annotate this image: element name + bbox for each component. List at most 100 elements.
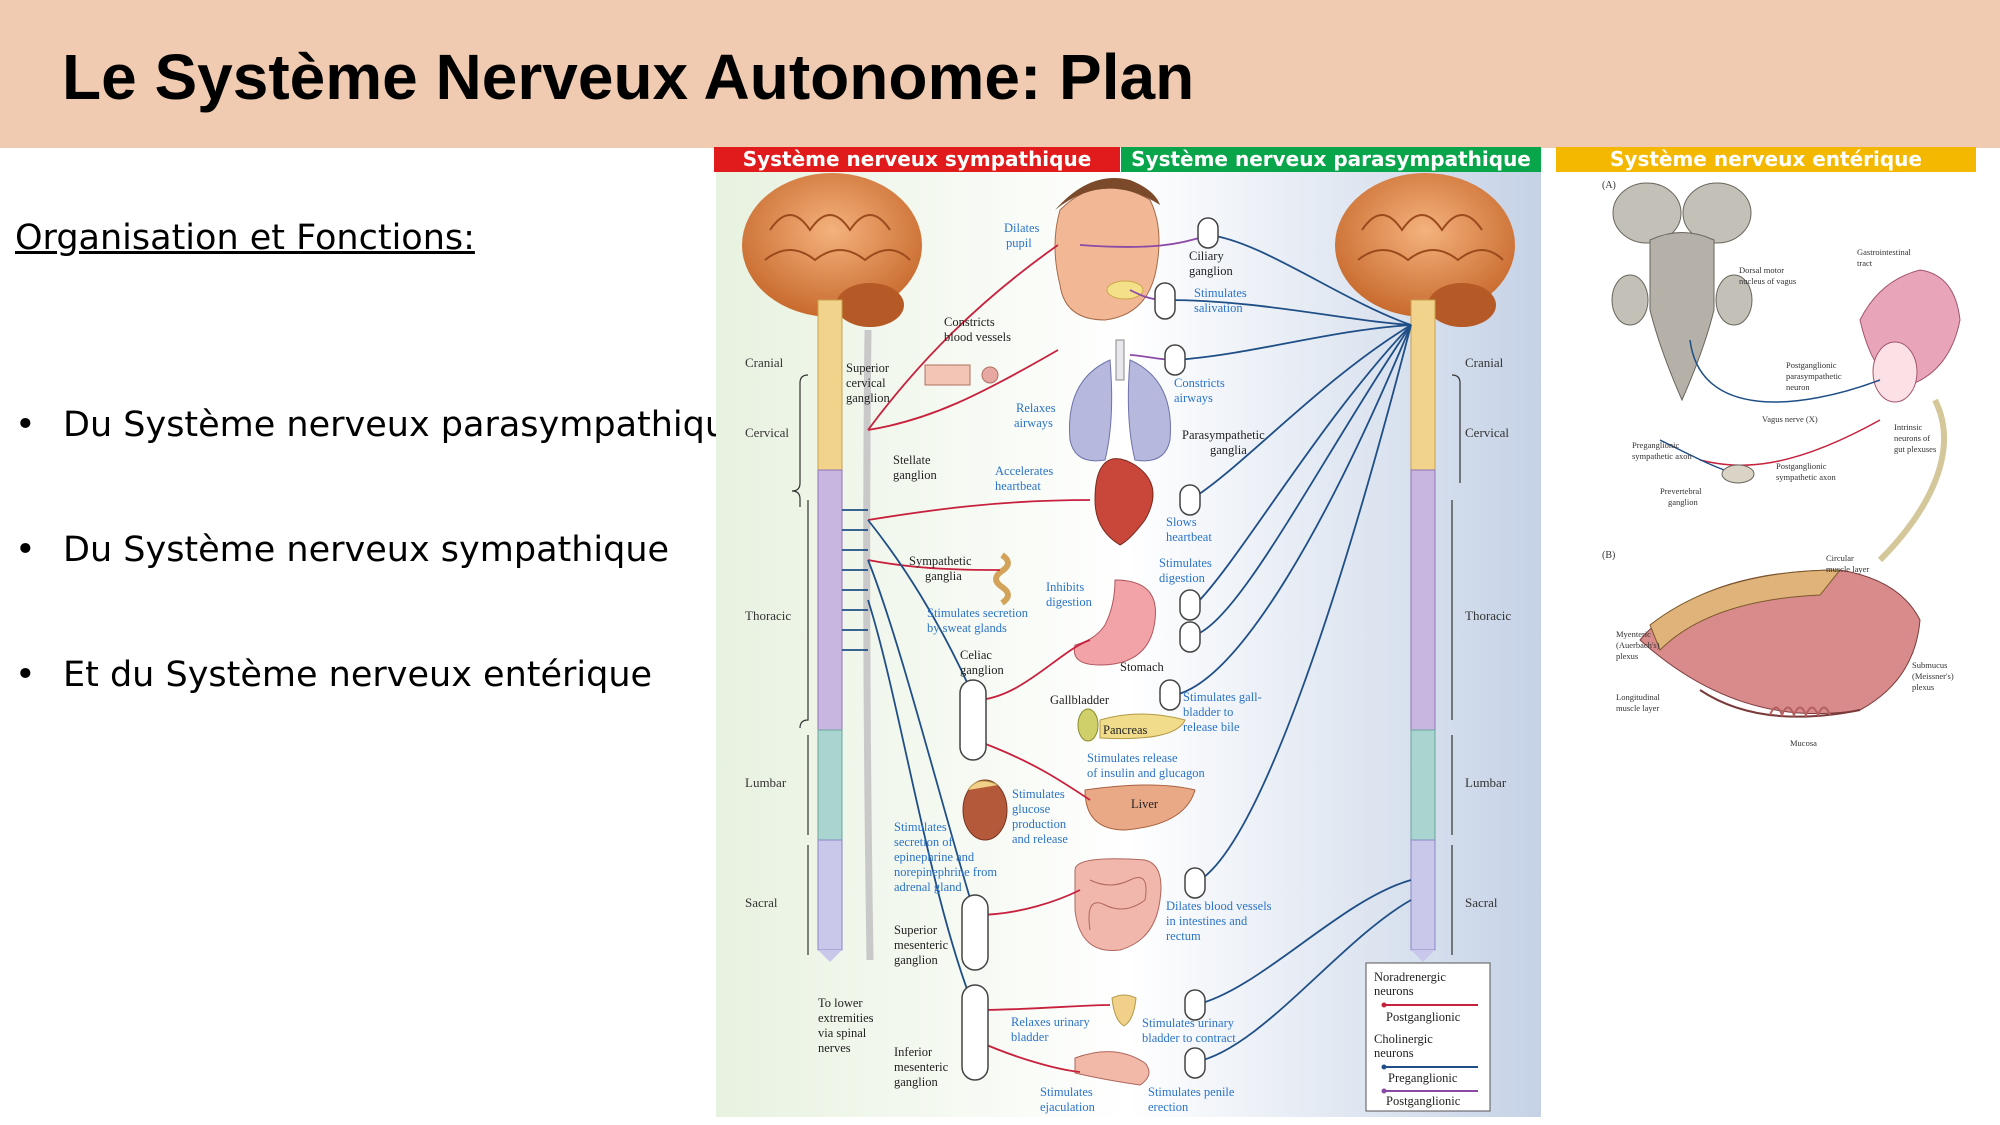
- slide-subtitle: Organisation et Fonctions:: [15, 218, 475, 258]
- slide-title: Le Système Nerveux Autonome: Plan: [62, 41, 1195, 113]
- label-line: rectum: [1166, 929, 1201, 943]
- parasympathetic-fibers: [1079, 234, 1412, 1063]
- label-line: bladder: [1011, 1030, 1049, 1044]
- vagus-label: Vagus nerve (X): [1762, 414, 1818, 424]
- panel-b-label: (B): [1602, 550, 1615, 561]
- bullet-text: Du Système nerveux sympathique: [63, 530, 670, 570]
- label-line: ganglion: [1189, 264, 1233, 278]
- region-label-right: Cranial: [1465, 355, 1504, 370]
- region-label-right: Sacral: [1465, 895, 1498, 910]
- label-line: of insulin and glucagon: [1087, 766, 1205, 780]
- label-line: nerves: [818, 1041, 851, 1055]
- ganglia: [959, 217, 1219, 1081]
- label-line: extremities: [818, 1011, 874, 1025]
- bullet-glyph: •: [15, 530, 36, 570]
- label-line: in intestines and: [1166, 914, 1248, 928]
- gallbladder-label: Gallbladder: [1050, 693, 1110, 707]
- gallbladder-pancreas: [1077, 708, 1186, 742]
- label-line: sympathetic axon: [1632, 451, 1692, 461]
- label-line: Stimulates secretion: [927, 606, 1029, 620]
- label-line: ganglion: [846, 391, 890, 405]
- label-line: Stimulates release: [1087, 751, 1178, 765]
- label-line: bladder to: [1183, 705, 1233, 719]
- prevertebral-ganglion: [1721, 464, 1755, 484]
- label-line: Noradrenergic: [1374, 970, 1446, 984]
- pancreas-label: Pancreas: [1103, 723, 1148, 737]
- heart: [1094, 458, 1154, 546]
- label-line: plexus: [1616, 651, 1638, 661]
- label-line: Inhibits: [1046, 580, 1084, 594]
- region-label-left: Sacral: [745, 895, 778, 910]
- legend-preganglionic: Preganglionic: [1388, 1071, 1458, 1085]
- right-spinal-cord: [1410, 299, 1436, 962]
- bullet-glyph: •: [15, 655, 36, 695]
- label-line: ganglia: [925, 569, 962, 583]
- label-line: Prevertebral: [1660, 486, 1702, 496]
- label-line: pupil: [1006, 236, 1032, 250]
- sympathetic-fibers: [842, 244, 1111, 1073]
- intestines: [1074, 858, 1162, 951]
- label-line: muscle layer: [1826, 564, 1869, 574]
- blood-vessel: [924, 364, 999, 386]
- stomach-label: Stomach: [1120, 660, 1164, 674]
- label-line: adrenal gland: [894, 880, 962, 894]
- label-line: Stellate: [893, 453, 931, 467]
- liver-label: Liver: [1131, 797, 1159, 811]
- parasympathetic-header: Système nerveux parasympathique: [1121, 147, 1541, 172]
- mucosa-label: Mucosa: [1790, 738, 1817, 748]
- label-line: parasympathetic: [1786, 371, 1842, 381]
- label-line: Relaxes: [1016, 401, 1056, 415]
- bullet-glyph: •: [15, 405, 36, 445]
- label-line: Dorsal motor: [1739, 265, 1784, 275]
- label-line: Constricts: [1174, 376, 1225, 390]
- left-brain: [742, 173, 922, 327]
- label-line: Constricts: [944, 315, 995, 329]
- label-line: blood vessels: [944, 330, 1011, 344]
- label-line: ganglion: [960, 663, 1004, 677]
- label-line: Stimulates: [1194, 286, 1247, 300]
- head-face: [1054, 178, 1160, 321]
- label-line: Longitudinal: [1616, 692, 1661, 702]
- label-line: digestion: [1046, 595, 1093, 609]
- left-region-brackets: [791, 374, 809, 955]
- label-line: neurons of: [1894, 433, 1930, 443]
- region-label-left: Cervical: [745, 425, 789, 440]
- label-line: production: [1012, 817, 1067, 831]
- label-line: airways: [1174, 391, 1213, 405]
- label-line: heartbeat: [995, 479, 1041, 493]
- label-line: ganglion: [893, 468, 937, 482]
- enteric-nerve-paths: [1659, 339, 1947, 563]
- label-line: plexus: [1912, 682, 1934, 692]
- brainstem: [1611, 182, 1753, 402]
- label-line: muscle layer: [1616, 703, 1659, 713]
- bullet-text: Du Système nerveux parasympathique: [63, 405, 749, 445]
- label-line: neuron: [1786, 382, 1810, 392]
- label-line: ganglion: [894, 953, 938, 967]
- label-line: Stimulates gall-: [1183, 690, 1262, 704]
- label-line: epinephrine and: [894, 850, 975, 864]
- label-line: erection: [1148, 1100, 1189, 1114]
- label-line: neurons: [1374, 1046, 1414, 1060]
- label-line: Cholinergic: [1374, 1032, 1433, 1046]
- urinary-bladder: [1111, 994, 1137, 1027]
